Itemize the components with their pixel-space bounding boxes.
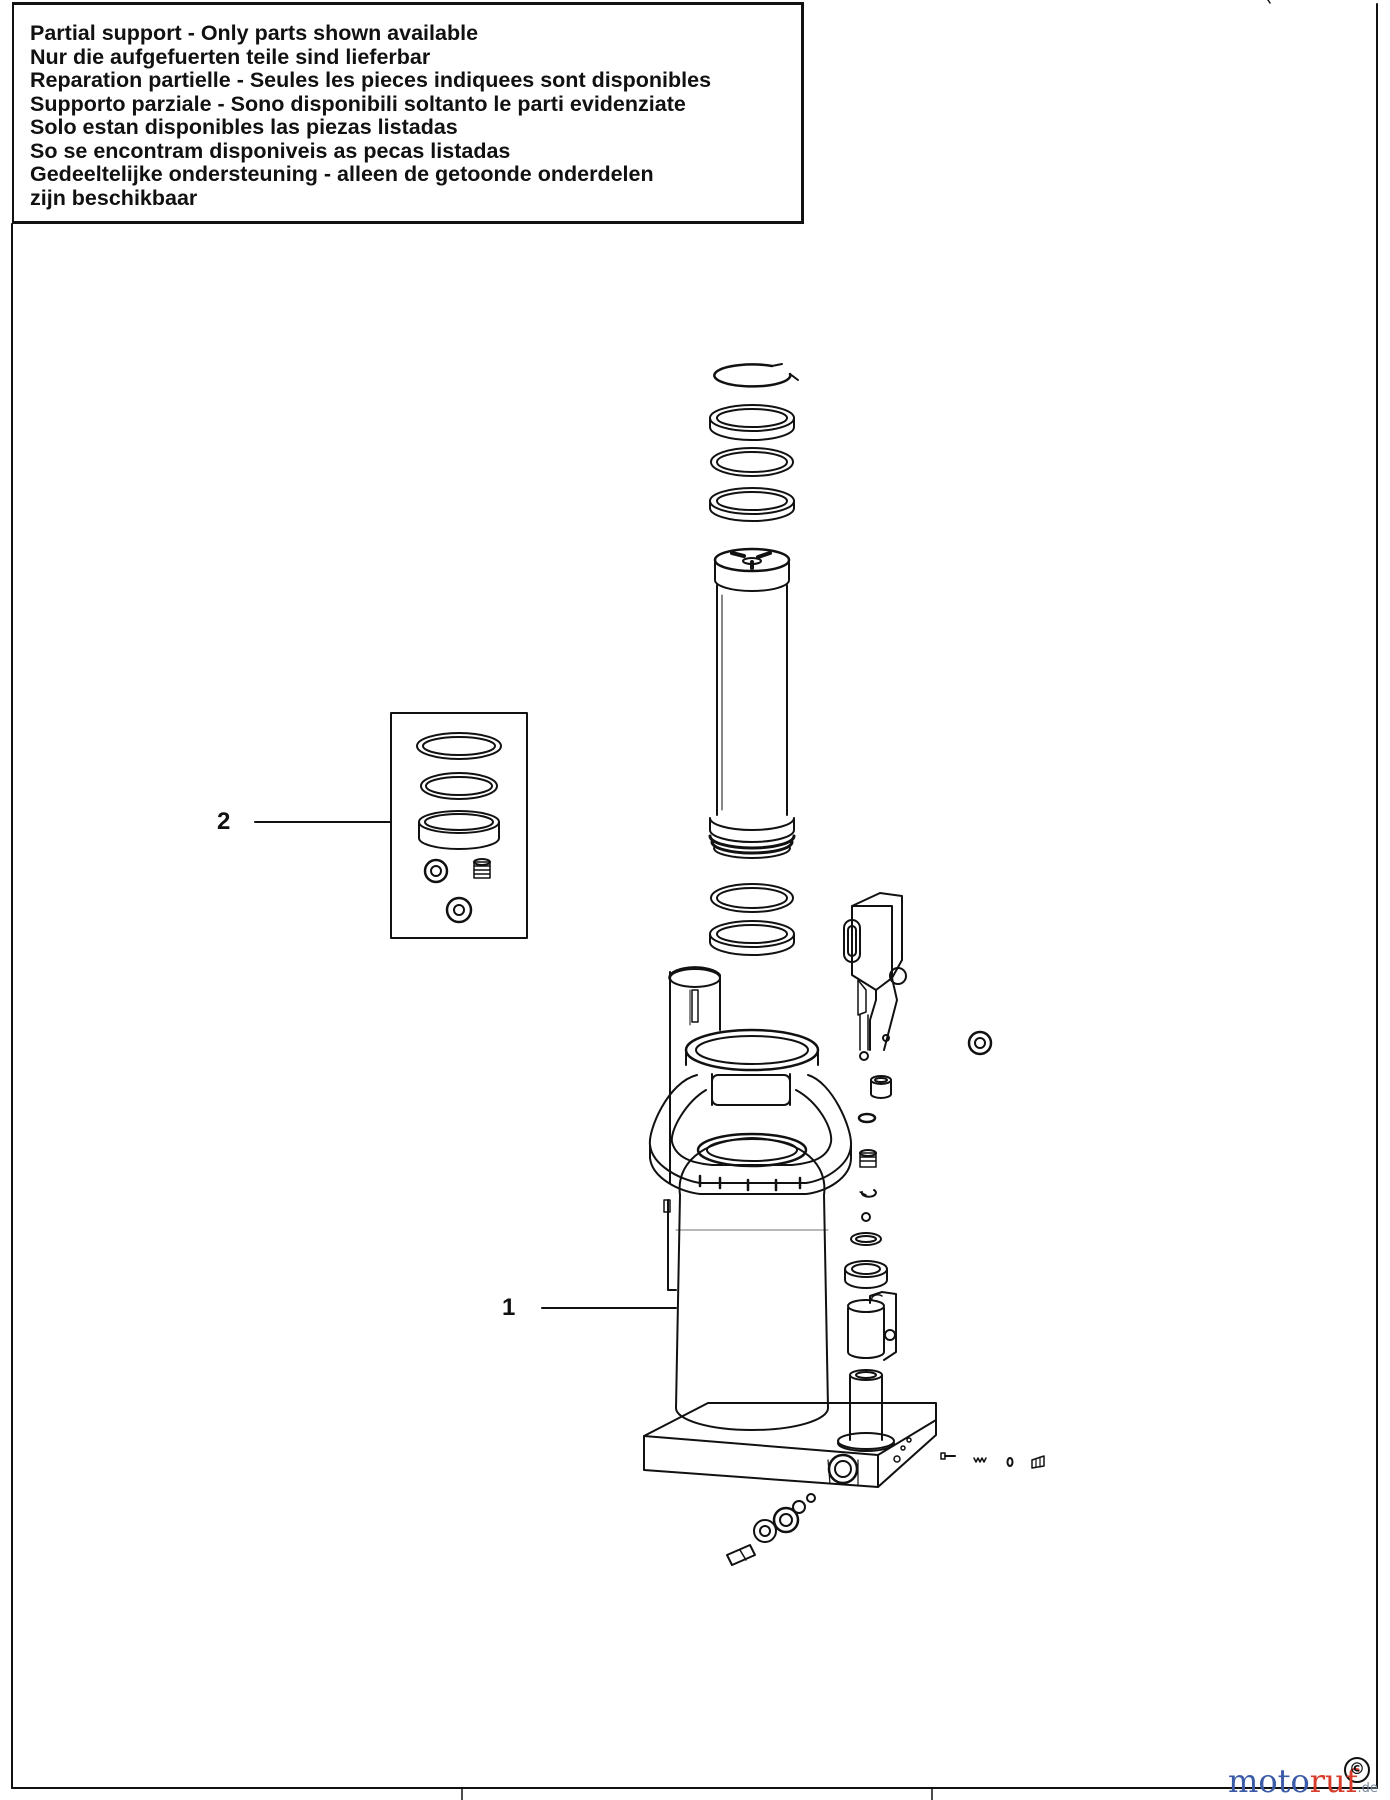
o-ring-upper bbox=[710, 447, 794, 477]
pump-seal-nut bbox=[859, 1149, 877, 1168]
ram-bushing-ring bbox=[709, 404, 795, 441]
availability-notice-box: Partial support - Only parts shown avail… bbox=[12, 2, 804, 224]
watermark-tld: .de bbox=[1357, 1781, 1378, 1796]
right-side-plug bbox=[1031, 1455, 1045, 1469]
notice-line-de: Nur die aufgefuerten teile sind lieferba… bbox=[30, 44, 431, 69]
pump-o-ring bbox=[850, 1232, 882, 1246]
o-ring-lower bbox=[710, 883, 794, 913]
piston-seal-lower bbox=[709, 920, 795, 956]
piston-seal-upper bbox=[709, 487, 795, 522]
notice-line-es: Solo estan disponibles las piezas listad… bbox=[30, 115, 458, 139]
notice-line-nl-1: Gedeeltelijke ondersteuning - alleen de … bbox=[30, 162, 654, 186]
release-valve-nut bbox=[967, 1030, 993, 1056]
notice-line-it: Supporto parziale - Sono disponibili sol… bbox=[30, 91, 686, 116]
pump-clip bbox=[859, 1189, 877, 1198]
ram-piston bbox=[708, 547, 796, 859]
retaining-ring bbox=[713, 363, 799, 388]
copyright-icon bbox=[1344, 1757, 1370, 1783]
watermark-brand-part-a: moto bbox=[1228, 1762, 1310, 1800]
right-side-screw bbox=[940, 1452, 956, 1460]
right-side-ball bbox=[1006, 1457, 1014, 1467]
pump-small-washer bbox=[857, 1112, 877, 1124]
jack-body bbox=[643, 966, 937, 1488]
availability-notice-text: Partial support - Only parts shown avail… bbox=[30, 21, 712, 210]
right-side-spring bbox=[973, 1457, 987, 1463]
notice-line-en: Partial support - Only parts shown avail… bbox=[30, 21, 479, 45]
watermark-brand-part-b: ruf bbox=[1309, 1762, 1358, 1800]
notice-line-nl-2: zijn beschikbaar bbox=[30, 185, 198, 210]
pump-bushing bbox=[870, 1075, 892, 1099]
release-valve-parts bbox=[726, 1493, 816, 1566]
notice-line-pt: So se encontram disponiveis as pecas lis… bbox=[30, 138, 511, 163]
callout-label-2: 2 bbox=[217, 808, 231, 835]
pump-plunger-housing bbox=[847, 1291, 897, 1361]
callout-label-1: 1 bbox=[502, 1294, 516, 1321]
seal-kit-box bbox=[390, 712, 528, 939]
copyright-symbol: © bbox=[1349, 1759, 1365, 1778]
pump-ball bbox=[861, 1212, 871, 1222]
pump-piston-seal bbox=[844, 1260, 888, 1289]
notice-line-fr: Reparation partielle - Seules les pieces… bbox=[30, 68, 712, 92]
page-frame bbox=[11, 0, 1378, 1800]
source-watermark: motoruf.de bbox=[1228, 1762, 1378, 1800]
pump-handle-socket bbox=[843, 892, 907, 1061]
